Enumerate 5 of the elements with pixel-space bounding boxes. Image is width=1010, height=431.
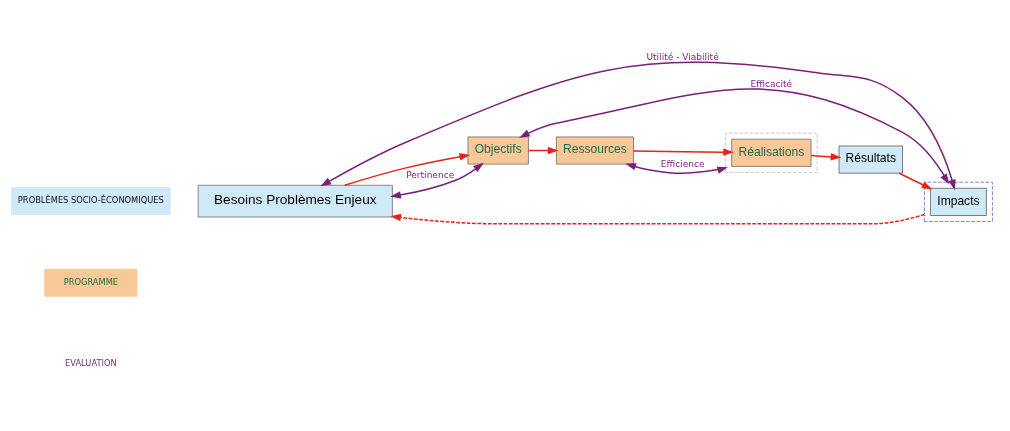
edge-label: Utilité - Viabilité xyxy=(646,52,719,63)
edge-label: Efficacité xyxy=(750,78,793,89)
edge-label: Efficience xyxy=(660,158,705,169)
label: EVALUATION xyxy=(65,358,117,369)
edge-label: Pertinence xyxy=(406,170,455,181)
